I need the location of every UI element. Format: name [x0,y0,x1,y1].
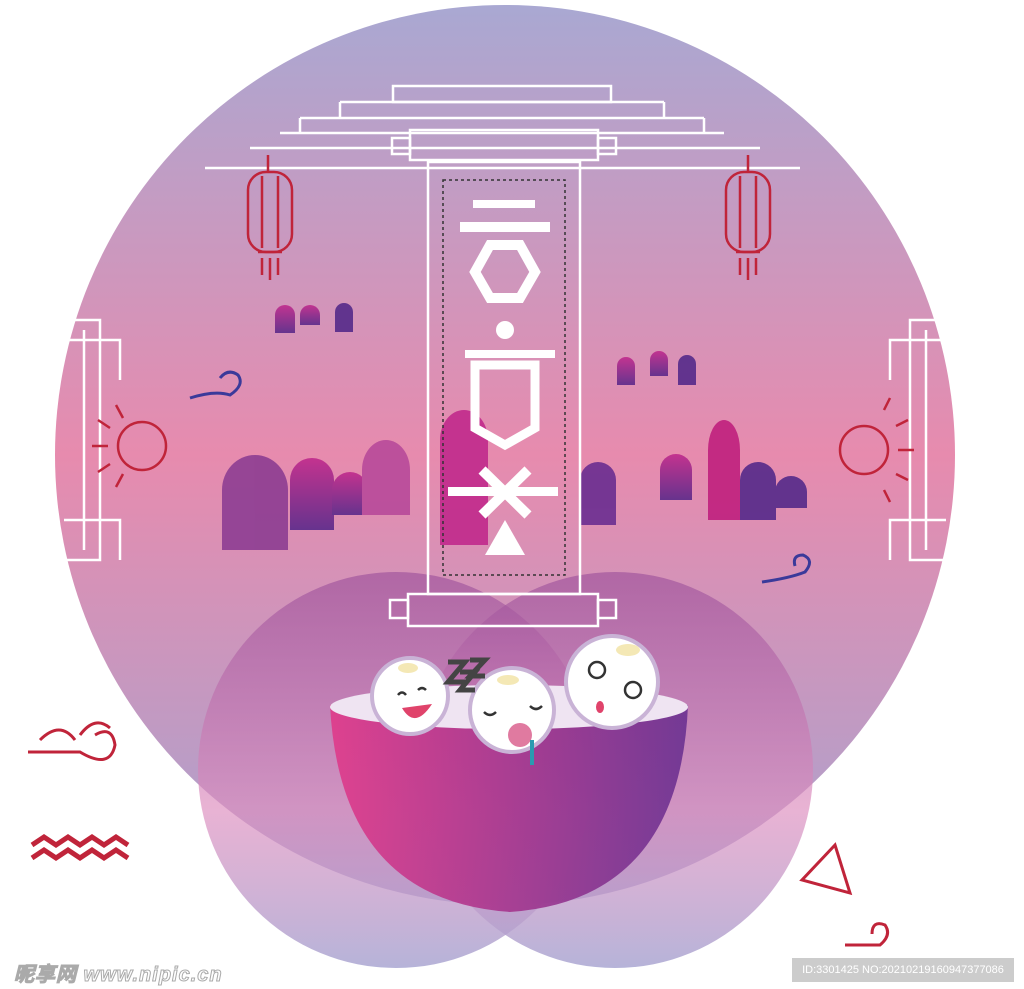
triangle-icon [799,842,853,896]
cloud-swirl-icon [189,370,242,400]
title-glyphs [448,200,558,555]
gate-frame [64,84,946,628]
mountains [222,303,807,550]
sun-icon [92,404,168,488]
lantern-icon [246,155,294,280]
watermark-id: ID:3301425 NO:20210219160947377086 [792,958,1014,982]
cloud-swirl-icon [845,922,890,947]
lantern-icon [724,155,772,280]
rice-ball-face-icon [370,656,450,736]
watermark-site: 昵享网 www.nipic.cn [14,964,223,987]
rice-ball-face-icon [468,666,556,765]
cloud-swirl-icon [761,553,811,584]
rice-ball-face-icon [564,634,660,730]
sun-icon [838,397,914,503]
cloud-swirl-icon [28,721,117,761]
wave-icon [30,833,130,862]
sleep-z-icon [442,657,491,693]
